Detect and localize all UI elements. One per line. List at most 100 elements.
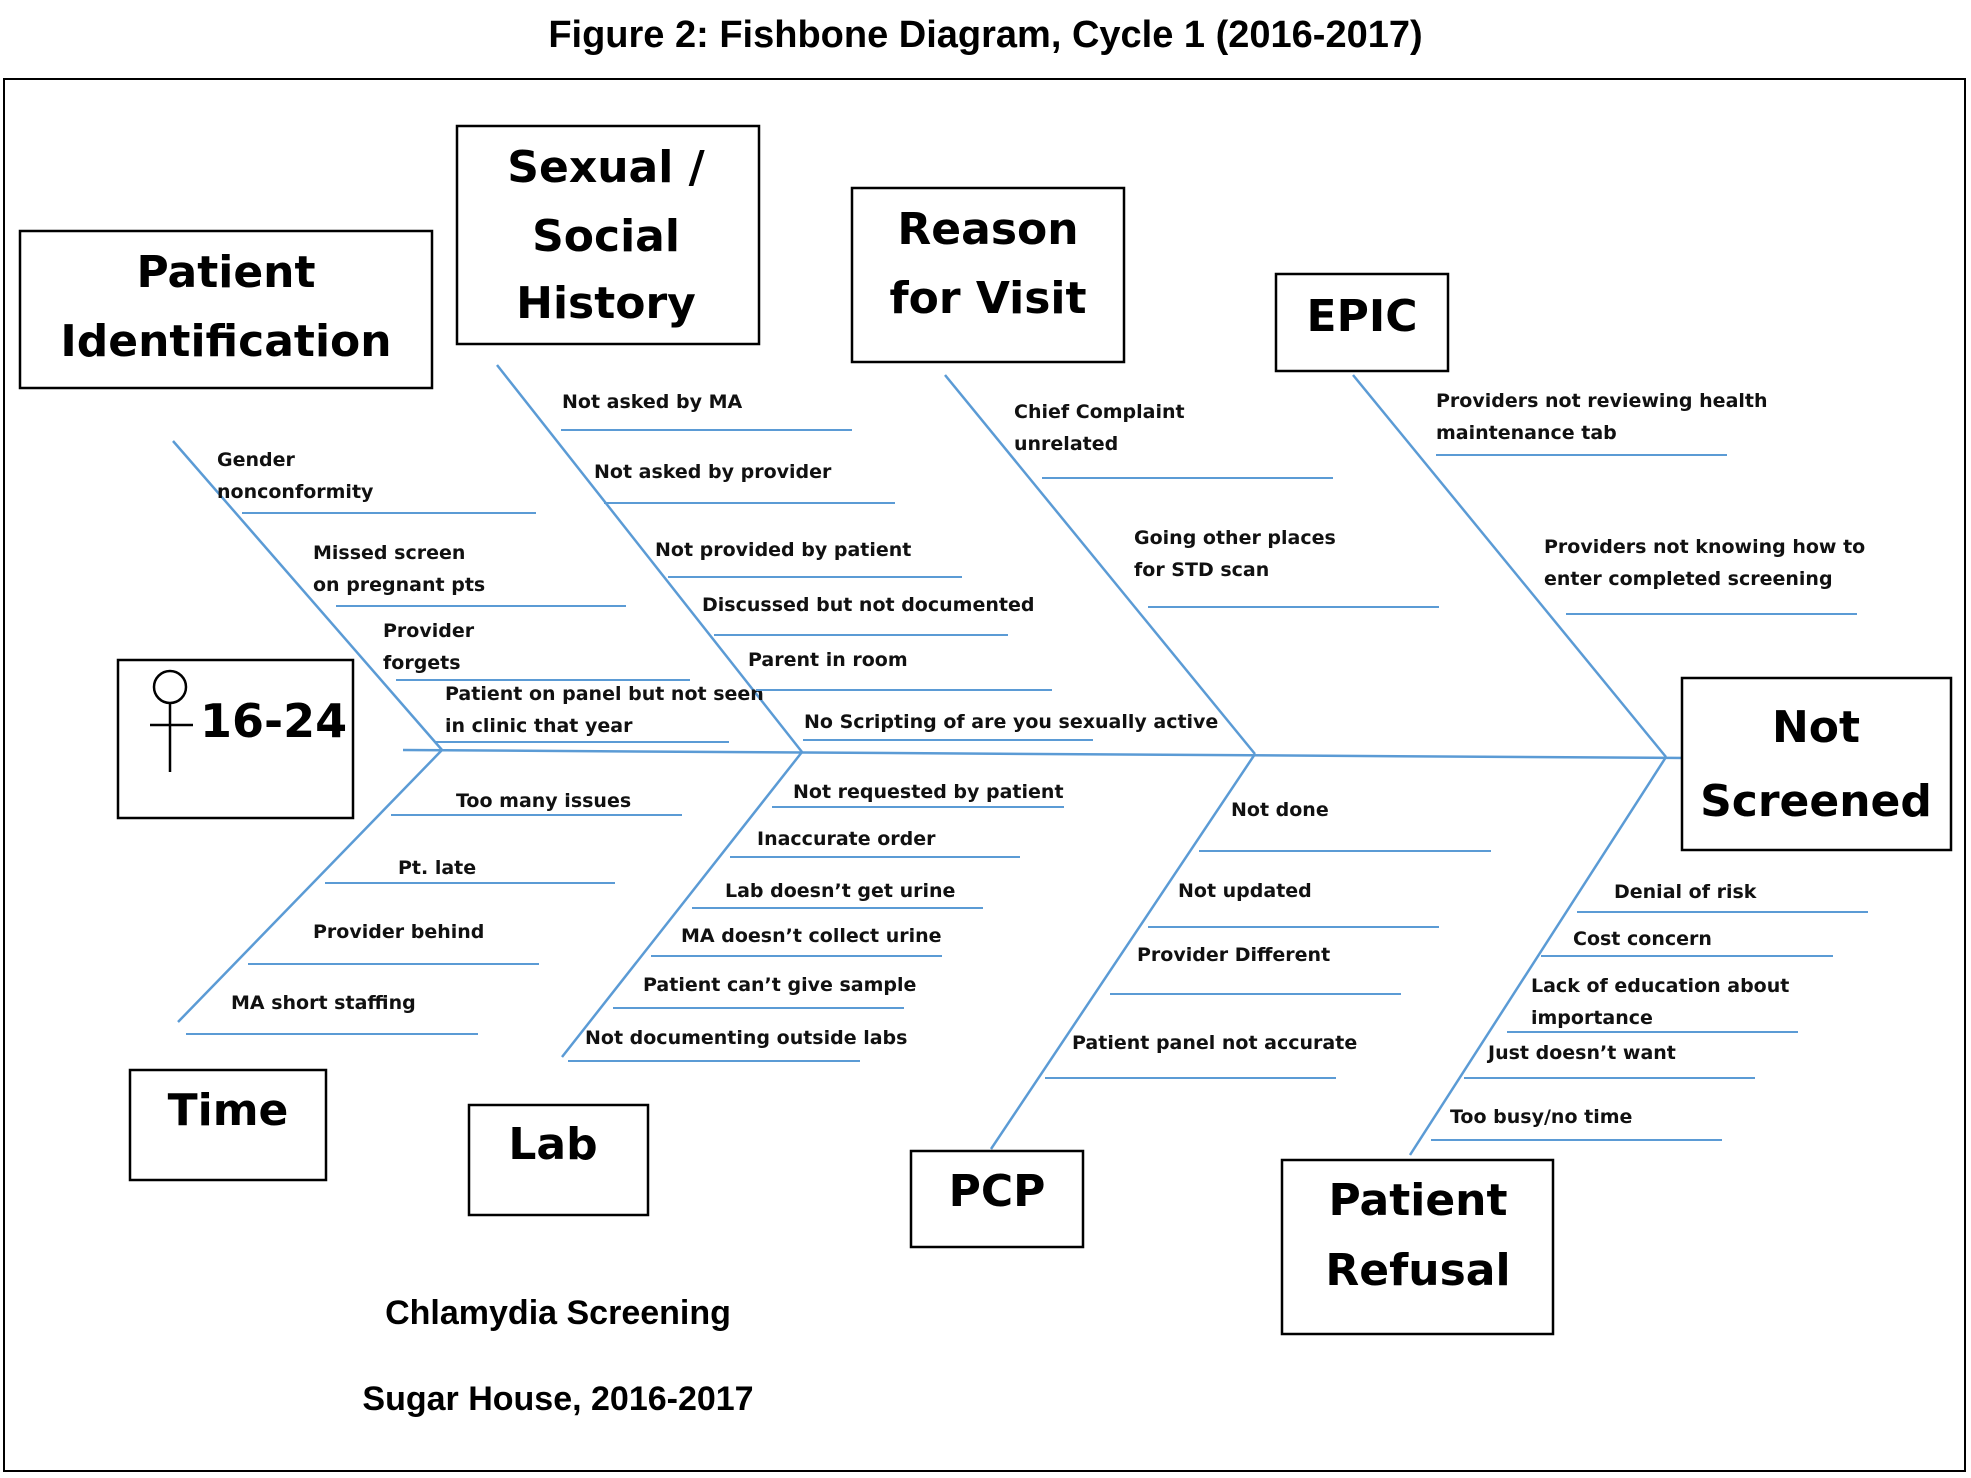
category-reason-for-visit: Reason for Visit: [850, 186, 1126, 364]
cause-item: Not done: [1199, 799, 1491, 852]
cause-item: Pt. late: [325, 857, 615, 884]
cause-item: Inaccurate order: [730, 828, 1020, 858]
cause-label: unrelated: [1014, 433, 1118, 455]
category-patient-refusal: Patient Refusal: [1280, 1158, 1555, 1336]
cause-item: Cost concern: [1541, 928, 1833, 957]
cause-item: Provider behind: [248, 921, 539, 965]
cause-label: Pt. late: [398, 857, 476, 879]
category-patient-identification: Patient Identification: [18, 229, 434, 390]
cause-label: Patient on panel but not seen: [445, 683, 764, 705]
cause-label: Patient can’t give sample: [643, 974, 916, 996]
effect-label: Screened: [1700, 776, 1932, 827]
cause-label: Lack of education about: [1531, 975, 1789, 997]
cause-label: nonconformity: [217, 481, 374, 503]
cause-label: Not updated: [1178, 880, 1312, 902]
cause-item: Not asked by provider: [594, 461, 895, 504]
cause-item: Too busy/no time: [1431, 1106, 1722, 1141]
cause-item: Lack of education about importance: [1507, 975, 1798, 1033]
cause-label: Provider behind: [313, 921, 484, 943]
cause-item: Provider Different: [1110, 944, 1401, 995]
cause-label: importance: [1531, 1007, 1653, 1029]
cause-label: forgets: [383, 652, 461, 674]
cause-item: Missed screen on pregnant pts: [313, 542, 626, 607]
cause-label: MA short staffing: [231, 992, 416, 1014]
cause-item: Discussed but not documented: [702, 594, 1034, 636]
cause-item: Patient on panel but not seen in clinic …: [435, 683, 764, 743]
cause-item: Not provided by patient: [655, 539, 962, 578]
cause-item: MA short staffing: [186, 992, 478, 1035]
category-label: for Visit: [889, 273, 1086, 324]
cause-label: MA doesn’t collect urine: [681, 925, 942, 947]
cause-label: Not done: [1231, 799, 1329, 821]
cause-label: Gender: [217, 449, 295, 471]
cause-label: Too busy/no time: [1450, 1106, 1632, 1128]
cause-item: No Scripting of are you sexually active: [803, 711, 1218, 741]
rib-sexual-social-history: [496, 364, 803, 753]
effect-box: Not Screened: [1680, 676, 1953, 852]
rib-reason-for-visit: [944, 374, 1256, 755]
category-label: PCP: [949, 1166, 1046, 1217]
cause-item: Patient panel not accurate: [1045, 1032, 1357, 1079]
category-label: Refusal: [1325, 1245, 1510, 1296]
cause-label: Just doesn’t want: [1486, 1042, 1676, 1064]
category-label: Social: [532, 211, 680, 262]
cause-label: for STD scan: [1134, 559, 1269, 581]
cause-item: Denial of risk: [1577, 881, 1868, 913]
population-box: 16-24: [116, 658, 355, 820]
cause-label: Providers not reviewing health: [1436, 390, 1768, 412]
cause-label: Provider: [383, 620, 475, 642]
category-label: Sexual /: [507, 142, 705, 193]
age-range-label: 16-24: [200, 694, 347, 748]
cause-item: Not documenting outside labs: [568, 1027, 907, 1062]
cause-label: Lab doesn’t get urine: [725, 880, 955, 902]
cause-label: No Scripting of are you sexually active: [804, 711, 1218, 733]
cause-item: Lab doesn’t get urine: [692, 880, 983, 909]
cause-item: Parent in room: [748, 649, 1052, 691]
cause-label: Patient panel not accurate: [1072, 1032, 1357, 1054]
cause-label: Discussed but not documented: [702, 594, 1034, 616]
rib-patient-identification: [172, 440, 443, 751]
cause-label: enter completed screening: [1544, 568, 1833, 590]
cause-label: Going other places: [1134, 527, 1336, 549]
cause-label: Providers not knowing how to: [1544, 536, 1865, 558]
category-label: Patient: [1328, 1175, 1507, 1226]
cause-item: Patient can’t give sample: [613, 974, 916, 1009]
cause-item: MA doesn’t collect urine: [651, 925, 942, 957]
category-lab: Lab: [467, 1103, 650, 1217]
cause-item: Not asked by MA: [561, 391, 852, 431]
cause-label: Too many issues: [456, 790, 631, 812]
rib-pcp: [989, 753, 1257, 1150]
footer-subject: Chlamydia Screening: [385, 1294, 731, 1332]
rib-epic: [1352, 374, 1667, 758]
cause-label: Parent in room: [748, 649, 908, 671]
spine-line: [402, 748, 1687, 760]
cause-label: Chief Complaint: [1014, 401, 1185, 423]
cause-label: maintenance tab: [1436, 422, 1617, 444]
figure-title: Figure 2: Fishbone Diagram, Cycle 1 (201…: [548, 14, 1423, 56]
cause-label: Not provided by patient: [655, 539, 911, 561]
cause-item: Gender nonconformity: [217, 449, 536, 514]
category-label: Time: [168, 1085, 289, 1136]
footer-site-year: Sugar House, 2016-2017: [362, 1380, 753, 1418]
cause-label: Not requested by patient: [793, 781, 1064, 803]
cause-label: Not asked by MA: [562, 391, 743, 413]
category-time: Time: [128, 1068, 328, 1182]
cause-item: Chief Complaint unrelated: [1014, 401, 1333, 479]
cause-label: Not asked by provider: [594, 461, 832, 483]
rib-time: [177, 749, 443, 1023]
cause-item: Not requested by patient: [772, 781, 1064, 808]
cause-label: on pregnant pts: [313, 574, 485, 596]
effect-label: Not: [1772, 702, 1860, 753]
cause-label: in clinic that year: [445, 715, 633, 737]
diagram-frame: [3, 78, 1966, 1472]
category-pcp: PCP: [909, 1149, 1085, 1249]
rib-lab: [561, 751, 803, 1058]
cause-item: Just doesn’t want: [1464, 1042, 1755, 1079]
cause-label: Inaccurate order: [757, 828, 936, 850]
cause-label: Missed screen: [313, 542, 465, 564]
cause-item: Providers not knowing how to enter compl…: [1544, 536, 1865, 615]
category-sexual-social-history: Sexual / Social History: [455, 124, 761, 346]
cause-label: Not documenting outside labs: [585, 1027, 907, 1049]
cause-item: Not updated: [1148, 880, 1439, 928]
cause-label: Denial of risk: [1614, 881, 1757, 903]
